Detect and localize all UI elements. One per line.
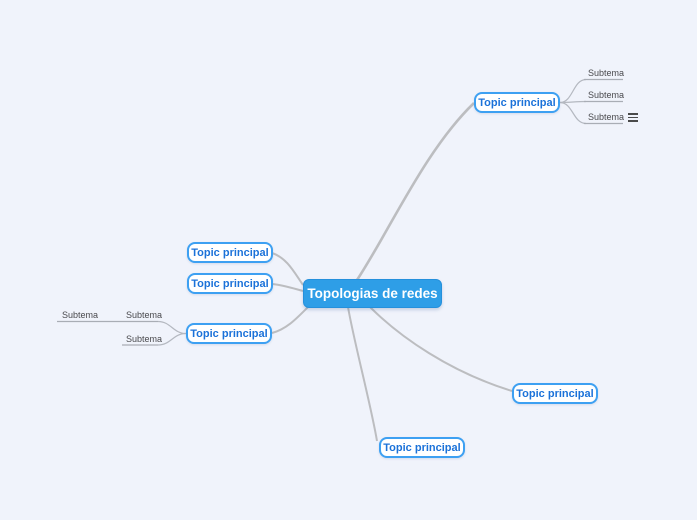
node-subtopic-left-outer[interactable]: Subtema xyxy=(62,310,99,320)
node-subtopic-upper-right-1[interactable]: Subtema xyxy=(588,68,625,78)
connector-topic-upper-right-to-subtopic-3 xyxy=(559,101,587,125)
connector-root-to-topic-left-top xyxy=(271,252,304,286)
connector-root-to-topic-right xyxy=(369,306,513,392)
connector-root-to-topic-bottom xyxy=(347,306,378,442)
topic-label: Topic principal xyxy=(516,387,594,400)
hamburger-icon[interactable] xyxy=(628,113,638,122)
topic-label: Topic principal xyxy=(478,96,556,109)
node-topic-left-bottom[interactable]: Topic principal xyxy=(186,323,272,344)
node-subtopic-left-inner-top[interactable]: Subtema xyxy=(126,310,163,320)
node-topic-upper-right[interactable]: Topic principal xyxy=(474,92,560,113)
node-topic-left-middle[interactable]: Topic principal xyxy=(187,273,273,294)
node-subtopic-upper-right-2[interactable]: Subtema xyxy=(588,90,625,100)
node-topic-left-top[interactable]: Topic principal xyxy=(187,242,273,263)
connector-topic-upper-right-to-subtopic-1 xyxy=(559,78,587,104)
node-root[interactable]: Topologias de redes xyxy=(303,279,442,308)
connector-topic-left-bottom-to-subtopic-bottom xyxy=(157,332,187,346)
node-topic-bottom[interactable]: Topic principal xyxy=(379,437,465,458)
node-subtopic-upper-right-3[interactable]: Subtema xyxy=(588,112,625,122)
connector-root-to-topic-upper-right xyxy=(355,102,475,281)
root-label: Topologias de redes xyxy=(307,286,438,301)
node-topic-right[interactable]: Topic principal xyxy=(512,383,598,404)
topic-label: Topic principal xyxy=(191,277,269,290)
connector-root-to-topic-left-middle xyxy=(271,283,304,292)
topic-label: Topic principal xyxy=(191,246,269,259)
connector-topic-left-bottom-to-subtopic-top xyxy=(157,320,187,335)
node-subtopic-left-inner-bottom[interactable]: Subtema xyxy=(126,334,163,344)
topic-label: Topic principal xyxy=(383,441,461,454)
connector-root-to-topic-left-bottom xyxy=(271,306,309,334)
topic-label: Topic principal xyxy=(190,327,268,340)
